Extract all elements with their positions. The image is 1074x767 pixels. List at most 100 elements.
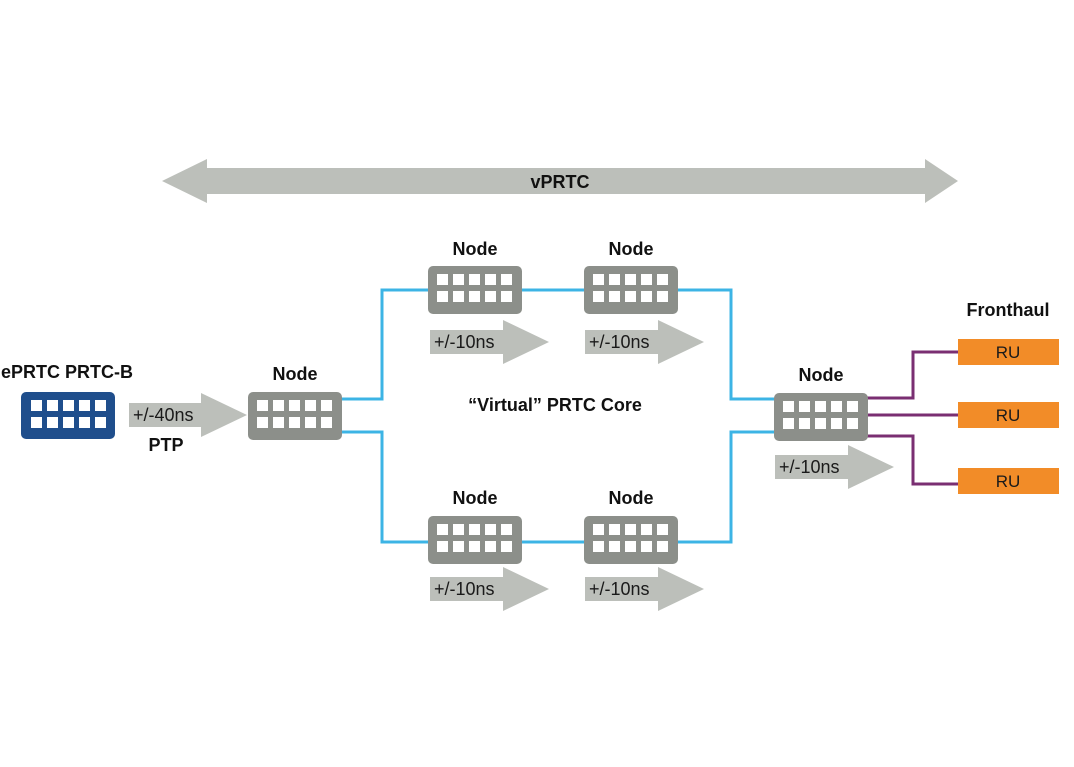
node-top-right-label: Node	[609, 239, 654, 259]
port-icon	[815, 418, 826, 429]
port-icon	[501, 291, 512, 302]
port-icon	[593, 541, 604, 552]
port-icon	[63, 417, 74, 428]
node-top-left: Node +/-10ns	[428, 239, 549, 364]
port-icon	[305, 400, 316, 411]
link-ingress-bottom-path	[342, 430, 430, 544]
port-icon	[453, 524, 464, 535]
port-icon	[641, 524, 652, 535]
eprtc-box	[21, 392, 115, 439]
port-icon	[625, 274, 636, 285]
fronthaul-link-ru-1	[866, 350, 958, 400]
port-icon	[31, 417, 42, 428]
ptp-label: PTP	[148, 435, 183, 455]
port-icon	[625, 524, 636, 535]
node-bottom-right-arrow-label: +/-10ns	[589, 579, 650, 599]
node-bottom-right-label: Node	[609, 488, 654, 508]
port-icon	[641, 541, 652, 552]
ru-2-box	[958, 402, 1059, 428]
port-icon	[847, 418, 858, 429]
port-icon	[831, 401, 842, 412]
node-ingress-ports	[257, 400, 332, 428]
port-icon	[609, 524, 620, 535]
node-bottom-left-ports	[437, 524, 512, 552]
node-egress: Node +/-10ns	[774, 365, 894, 489]
port-icon	[485, 541, 496, 552]
fronthaul-link-ru-3	[866, 434, 958, 486]
port-icon	[609, 291, 620, 302]
port-icon	[289, 400, 300, 411]
ru-1-label: RU	[996, 343, 1021, 362]
node-egress-box	[774, 393, 868, 441]
node-bottom-right-box	[584, 516, 678, 564]
port-icon	[593, 524, 604, 535]
port-icon	[609, 274, 620, 285]
port-icon	[783, 418, 794, 429]
ru-1: RU	[958, 339, 1059, 365]
node-ingress-label: Node	[273, 364, 318, 384]
port-icon	[437, 274, 448, 285]
node-top-right: Node +/-10ns	[584, 239, 704, 364]
port-icon	[305, 417, 316, 428]
fronthaul-links	[866, 350, 958, 486]
ru-3-label: RU	[996, 472, 1021, 491]
eprtc-arrow-shape	[129, 393, 247, 437]
port-icon	[815, 401, 826, 412]
core-links	[342, 288, 828, 544]
port-icon	[485, 274, 496, 285]
link-top-right-to-egress	[676, 288, 776, 401]
port-icon	[831, 418, 842, 429]
port-icon	[469, 541, 480, 552]
port-icon	[485, 524, 496, 535]
port-icon	[31, 400, 42, 411]
port-icon	[321, 417, 332, 428]
port-icon	[289, 417, 300, 428]
node-top-left-arrow-shape	[430, 320, 549, 364]
node-bottom-right-arrow-shape	[585, 567, 704, 611]
port-icon	[63, 400, 74, 411]
port-icon	[453, 274, 464, 285]
port-icon	[783, 401, 794, 412]
node-top-left-box	[428, 266, 522, 314]
port-icon	[469, 524, 480, 535]
ru-2: RU	[958, 402, 1059, 428]
node-top-right-arrow-label: +/-10ns	[589, 332, 650, 352]
node-bottom-left: Node +/-10ns	[428, 488, 549, 611]
port-icon	[437, 291, 448, 302]
port-icon	[501, 274, 512, 285]
node-top-right-ports	[593, 274, 668, 302]
port-icon	[485, 291, 496, 302]
eprtc-arrow-label: +/-40ns	[133, 405, 194, 425]
port-icon	[47, 400, 58, 411]
port-icon	[95, 417, 106, 428]
vprtc-span-arrow: vPRTC	[162, 159, 958, 203]
port-icon	[593, 291, 604, 302]
port-icon	[437, 541, 448, 552]
node-bottom-right: Node +/-10ns	[584, 488, 704, 611]
port-icon	[799, 401, 810, 412]
node-bottom-left-arrow-shape	[430, 567, 549, 611]
eprtc-device: ePRTC PRTC-B	[1, 362, 133, 439]
port-icon	[501, 541, 512, 552]
node-top-left-arrow-label: +/-10ns	[434, 332, 495, 352]
vprtc-double-arrow-shape	[162, 159, 958, 203]
ru-3-box	[958, 468, 1059, 494]
port-icon	[453, 291, 464, 302]
port-icon	[847, 401, 858, 412]
node-top-right-arrow-shape	[585, 320, 704, 364]
ru-1-box	[958, 339, 1059, 365]
port-icon	[641, 274, 652, 285]
port-icon	[47, 417, 58, 428]
eprtc-label: ePRTC PRTC-B	[1, 362, 133, 382]
port-icon	[657, 541, 668, 552]
port-icon	[657, 291, 668, 302]
node-bottom-left-arrow-label: +/-10ns	[434, 579, 495, 599]
node-ingress-box	[248, 392, 342, 440]
node-egress-arrow-shape	[775, 445, 894, 489]
port-icon	[657, 274, 668, 285]
port-icon	[469, 274, 480, 285]
port-icon	[799, 418, 810, 429]
vprtc-label: vPRTC	[530, 172, 589, 192]
node-egress-ports	[783, 401, 858, 429]
